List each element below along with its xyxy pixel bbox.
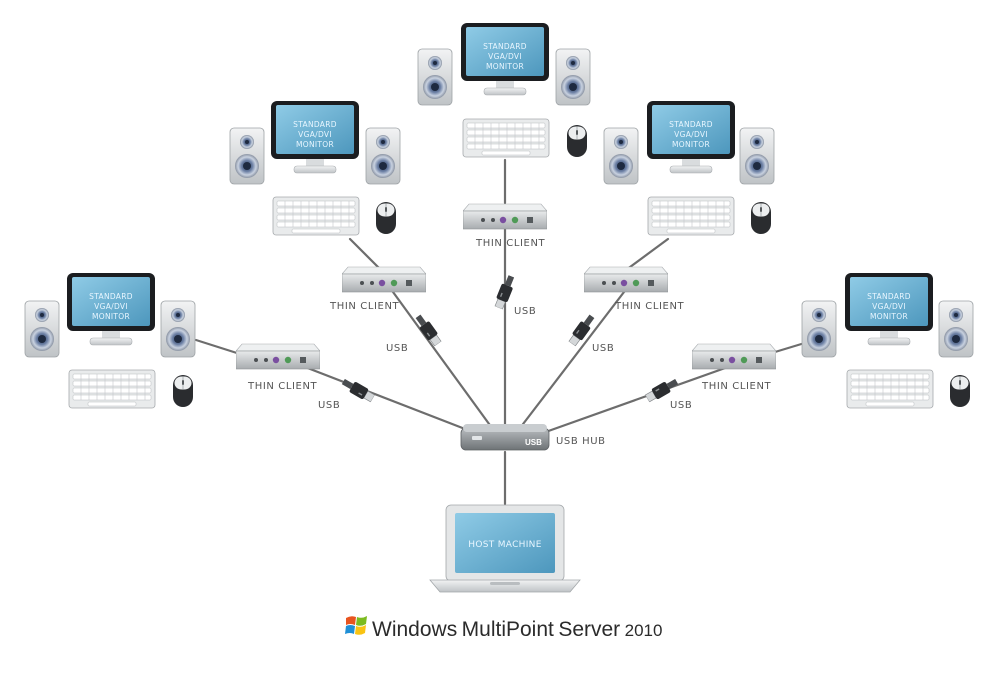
thin-client-icon: [584, 266, 668, 293]
usb-connector-far-left: [339, 375, 377, 405]
thin-client-label-far-right: THIN CLIENT: [701, 381, 772, 392]
usb-hub: USB: [460, 424, 550, 451]
monitor-text-line: MONITOR: [870, 312, 908, 321]
monitor-text-line: STANDARD: [669, 120, 713, 129]
host-machine-label: HOST MACHINE: [468, 540, 541, 550]
cable-tc-far-left-spk: [194, 338, 242, 356]
monitor-text-line: MONITOR: [92, 312, 130, 321]
monitor-text-line: STANDARD: [293, 120, 337, 129]
monitor-text-line: MONITOR: [296, 140, 334, 149]
usb-label-far-left: USB: [318, 400, 340, 411]
speaker-icon: [603, 127, 639, 185]
cable-hub-tc-far-left: [303, 365, 480, 436]
monitor-text-line: MONITOR: [672, 140, 710, 149]
mouse-icon: [566, 124, 588, 158]
cable-tc-right-kbd: [624, 237, 670, 272]
speaker-icon: [801, 300, 837, 358]
brand-year: 2010: [625, 621, 663, 640]
usb-label-right: USB: [592, 343, 614, 354]
speaker-icon: [365, 127, 401, 185]
brand-windows: Windows: [372, 618, 457, 641]
monitor-text-line: VGA/DVI: [674, 130, 708, 139]
mouse-icon: [375, 201, 397, 235]
cable-hub-tc-left: [391, 290, 494, 430]
thin-client-icon: [463, 203, 547, 230]
usb-connector-left: [412, 312, 444, 348]
thin-client-label-right: THIN CLIENT: [614, 301, 685, 312]
keyboard-icon: [68, 369, 156, 409]
usb-hub-badge: USB: [525, 438, 542, 447]
thin-client-label-left: THIN CLIENT: [329, 301, 400, 312]
usb-label-top: USB: [514, 306, 536, 317]
keyboard-icon: [647, 196, 735, 236]
mouse-icon: [750, 201, 772, 235]
keyboard-icon: [272, 196, 360, 236]
brand-server: Server: [558, 618, 620, 641]
monitor-text-line: MONITOR: [486, 62, 524, 71]
thin-client-label-far-left: THIN CLIENT: [247, 381, 318, 392]
monitor-text-line: VGA/DVI: [94, 302, 128, 311]
speaker-icon: [417, 48, 453, 106]
monitor-text-line: STANDARD: [483, 42, 527, 51]
cables: [194, 158, 810, 506]
product-title: Windows MultiPoint Server 2010: [372, 618, 662, 641]
speaker-icon: [739, 127, 775, 185]
cable-hub-tc-right: [518, 290, 626, 430]
mouse-icon: [172, 374, 194, 408]
thin-client-icon: [342, 266, 426, 293]
monitor-text-line: STANDARD: [89, 292, 133, 301]
speaker-icon: [160, 300, 196, 358]
monitor-text-line: STANDARD: [867, 292, 911, 301]
monitor-text-line: VGA/DVI: [872, 302, 906, 311]
keyboard-icon: [846, 369, 934, 409]
thin-client-icon: [236, 343, 320, 370]
speaker-icon: [24, 300, 60, 358]
monitor-text-line: VGA/DVI: [488, 52, 522, 61]
usb-label-far-right: USB: [670, 400, 692, 411]
speaker-icon: [555, 48, 591, 106]
thin-client-label-top: THIN CLIENT: [475, 238, 546, 249]
keyboard-icon: [462, 118, 550, 158]
thin-client-icon: [692, 343, 776, 370]
cable-hub-tc-far-right: [538, 365, 730, 436]
cable-tc-left-kbd: [348, 237, 383, 272]
mouse-icon: [949, 374, 971, 408]
windows-logo-icon: [345, 616, 367, 635]
speaker-icon: [229, 127, 265, 185]
monitor-text-line: VGA/DVI: [298, 130, 332, 139]
brand-multipoint: MultiPoint: [462, 618, 554, 641]
usb-label-left: USB: [386, 343, 408, 354]
usb-hub-label: USB HUB: [556, 436, 606, 447]
speaker-icon: [938, 300, 974, 358]
host-machine: HOST MACHINE: [429, 504, 581, 593]
